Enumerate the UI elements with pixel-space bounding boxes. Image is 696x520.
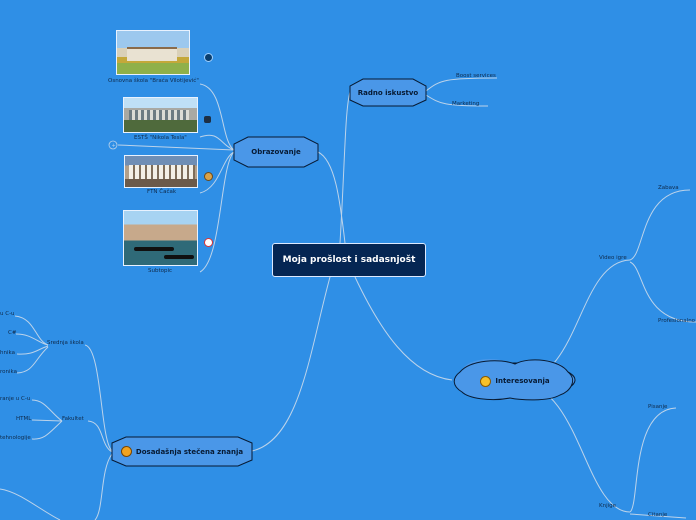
knjige-label[interactable]: Knjige	[599, 503, 617, 509]
fakultet-child-html[interactable]: HTML	[16, 416, 32, 422]
radno-child-marketing[interactable]: Marketing	[452, 101, 480, 107]
citanje-label[interactable]: Citanje	[648, 512, 668, 518]
subtopic-caption: Subtopic	[148, 268, 173, 274]
profesionalno-label[interactable]: Profesionalno	[658, 318, 696, 324]
osnovna-skola-image[interactable]	[116, 30, 190, 75]
pisanje-label[interactable]: Pisanje	[648, 404, 668, 410]
srednja-child-c[interactable]: u C-u	[0, 311, 15, 317]
interesovanja-title: Interesovanja	[495, 377, 550, 385]
etss-caption: ESTŠ "Nikola Tesla"	[134, 135, 187, 141]
video-igre-label[interactable]: Video igre	[599, 255, 627, 261]
interesovanja-cloud-outline	[453, 359, 573, 401]
srednja-child-hnika[interactable]: hnika	[0, 350, 15, 356]
sun-icon	[120, 446, 132, 457]
srednja-skola-label[interactable]: Srednja škola	[47, 340, 84, 346]
radno-iskustvo-node-shape[interactable]	[349, 78, 427, 107]
zabava-label[interactable]: Zabava	[658, 185, 679, 191]
znanja-title: Dosadašnja stečena znanja	[135, 447, 244, 456]
smiley-icon	[480, 375, 492, 387]
srednja-child-csharp[interactable]: C#	[8, 330, 17, 336]
srednja-child-ronika[interactable]: ronika	[0, 369, 17, 375]
collapse-marker-icon[interactable]	[108, 140, 118, 150]
svg-text:+: +	[112, 143, 116, 149]
globe-icon	[204, 53, 213, 62]
ftn-image[interactable]	[124, 155, 198, 188]
subtopic-image[interactable]	[123, 210, 198, 266]
znanja-label[interactable]: Dosadašnja stečena znanja	[112, 437, 252, 466]
face-icon	[204, 238, 213, 247]
obrazovanje-node-shape[interactable]	[233, 136, 319, 168]
radno-iskustvo-label[interactable]: Radno iskustvo	[357, 88, 419, 97]
person-icon	[204, 116, 211, 123]
fakultet-child-tehnologije[interactable]: tehnologije	[0, 435, 31, 441]
bulb-icon	[204, 172, 213, 181]
osnovna-skola-caption: Osnovna škola "Braća Vilotijević"	[108, 78, 199, 84]
etss-image[interactable]	[123, 97, 198, 133]
fakultet-label[interactable]: Fakultet	[62, 416, 84, 422]
znanja-node-shape[interactable]	[111, 436, 253, 467]
radno-child-boost[interactable]: Boost services	[456, 73, 496, 79]
central-topic[interactable]: Moja prošlost i sadasnjošt	[272, 243, 426, 277]
obrazovanje-title: Obrazovanje	[251, 148, 301, 156]
ftn-caption: FTN Čačak	[147, 189, 177, 195]
fakultet-child-c[interactable]: ranje u C-u	[0, 396, 31, 402]
obrazovanje-label[interactable]: Obrazovanje	[234, 137, 318, 167]
interesovanja-label[interactable]: Interesovanja	[470, 372, 560, 390]
